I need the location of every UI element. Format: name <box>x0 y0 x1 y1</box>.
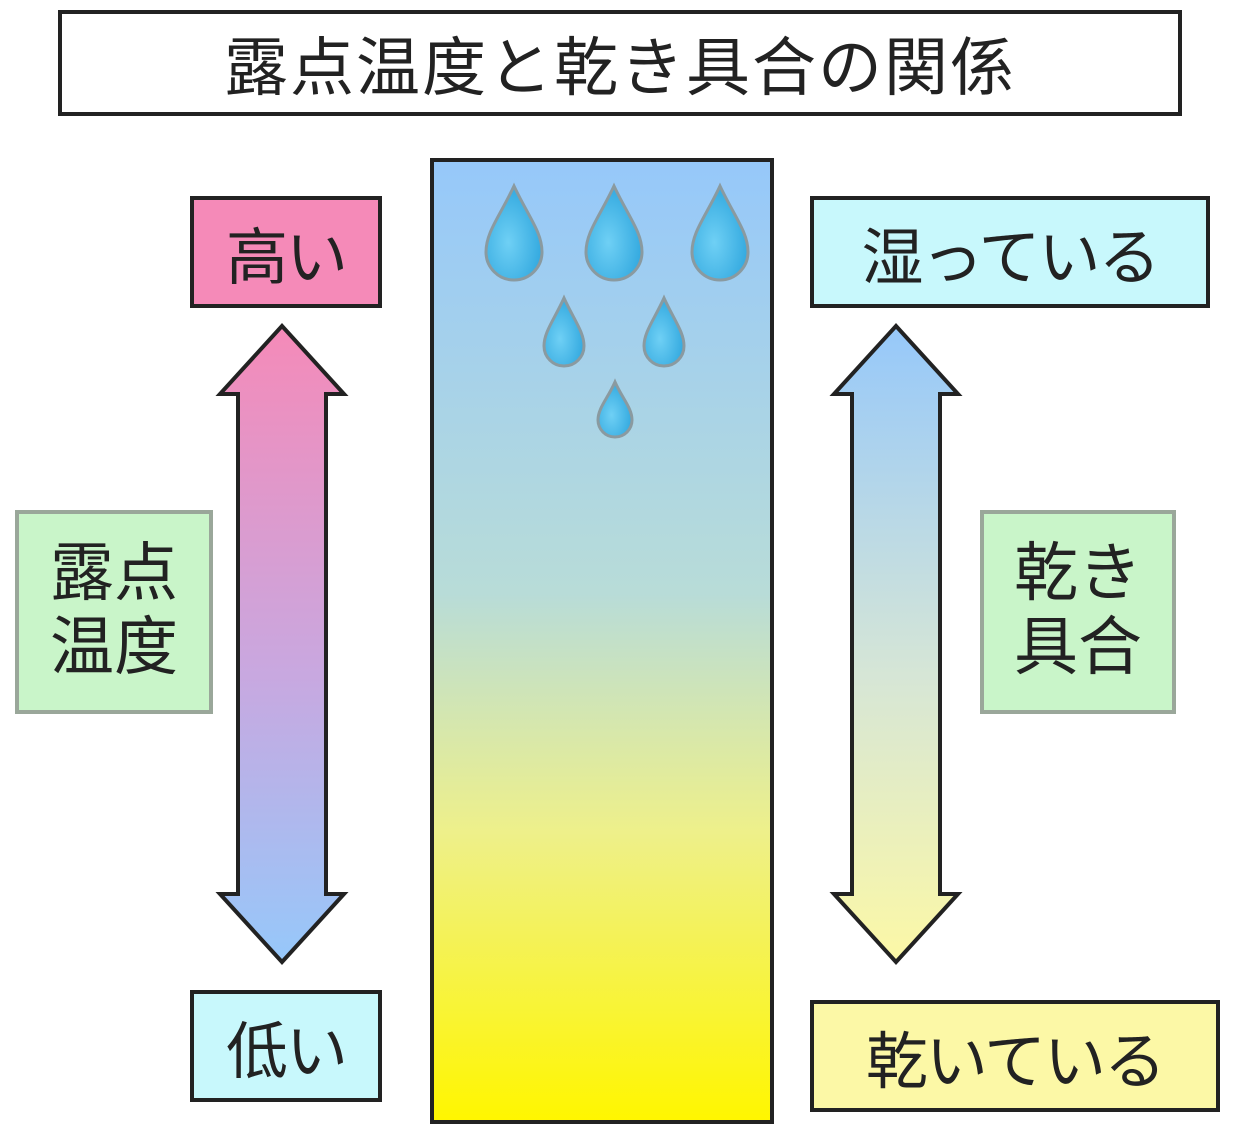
right-double-arrow-icon <box>829 323 963 965</box>
dry-label: 乾いている <box>865 1025 1166 1098</box>
water-drop-icon <box>596 378 634 439</box>
dew-point-label-line1: 露点 <box>50 537 178 612</box>
water-drop-icon <box>484 182 544 282</box>
water-drop-icon <box>690 182 750 282</box>
low-label-box: 低い <box>190 990 382 1102</box>
column-fill <box>434 162 770 1120</box>
diagram-title-text: 露点温度と乾き具合の関係 <box>224 32 1016 106</box>
wet-label-box: 湿っている <box>810 196 1210 308</box>
dryness-label-box: 乾き 具合 <box>980 510 1176 714</box>
diagram-title: 露点温度と乾き具合の関係 <box>58 10 1182 116</box>
dew-point-label-box: 露点 温度 <box>15 510 213 714</box>
water-drop-icon <box>642 294 686 368</box>
left-double-arrow-icon <box>215 323 349 965</box>
humidity-gradient-column <box>430 158 774 1124</box>
water-drop-icon <box>542 294 586 368</box>
dryness-label-line2: 具合 <box>1014 611 1142 685</box>
high-label: 高い <box>225 221 348 294</box>
water-drops <box>484 182 750 439</box>
low-label: 低い <box>225 1015 348 1088</box>
wet-label: 湿っている <box>861 221 1161 294</box>
high-label-box: 高い <box>190 196 382 308</box>
dew-point-label-line2: 温度 <box>50 611 178 685</box>
water-drop-icon <box>584 182 644 282</box>
dry-label-box: 乾いている <box>810 1000 1220 1112</box>
dryness-label-line1: 乾き <box>1014 537 1142 612</box>
